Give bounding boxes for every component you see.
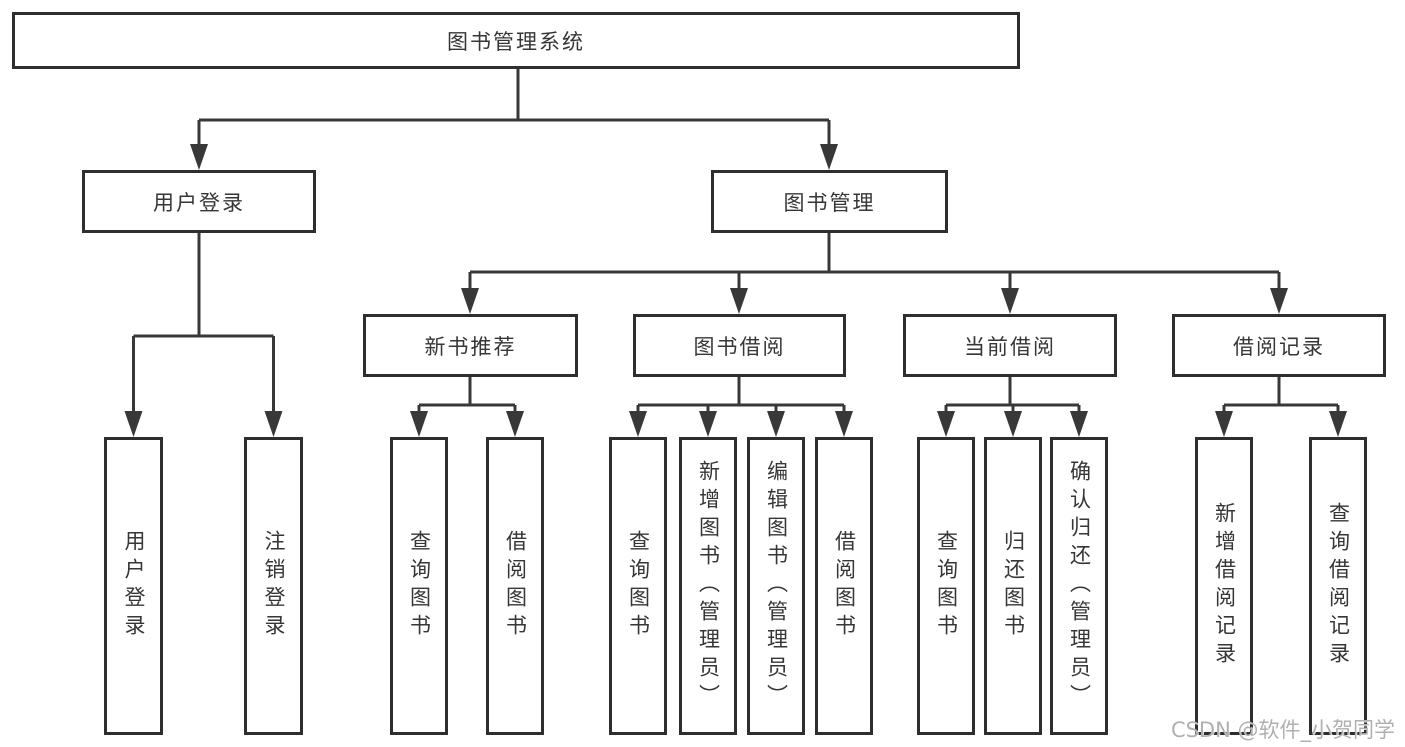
node-book-borrow: 图书借阅 [633,314,846,377]
leaf-borrow-books-recommend: 借阅图书 [486,437,544,735]
leaf-edit-books-admin: 编辑图书（管理员） [747,437,805,735]
leaf-query-books-borrow: 查询图书 [609,437,667,735]
connector-borrow-to-leaves [636,377,846,413]
node-user-login: 用户登录 [82,170,316,233]
arrow-down-icon [190,144,208,170]
connector-records-to-leaves [1222,377,1340,413]
arrow-down-icon [1270,288,1288,314]
leaf-user-login: 用户登录 [104,437,163,735]
arrow-down-icon [629,411,647,437]
watermark: CSDN @软件_小贺同学 [1170,718,1395,742]
arrow-down-icon [937,411,955,437]
arrow-down-icon [410,411,428,437]
leaf-query-borrow-record: 查询借阅记录 [1309,437,1367,735]
node-current-borrow: 当前借阅 [903,314,1117,377]
leaf-return-books: 归还图书 [984,437,1042,735]
leaf-borrow-books: 借阅图书 [815,437,873,735]
arrow-down-icon [767,411,785,437]
leaf-query-books-recommend: 查询图书 [390,437,448,735]
arrow-down-icon [1004,411,1022,437]
leaf-logout: 注销登录 [244,437,303,735]
arrow-down-icon [461,288,479,314]
leaf-add-borrow-record: 新增借阅记录 [1195,437,1253,735]
node-book-management: 图书管理 [711,170,948,233]
connector-userlogin-to-leaves [132,233,275,413]
connector-root-to-level2 [197,68,831,146]
arrow-down-icon [264,411,283,437]
node-new-book-recommend: 新书推荐 [363,314,578,377]
arrow-down-icon [730,288,748,314]
arrow-down-icon [506,411,524,437]
arrow-down-icon [820,144,838,170]
arrow-down-icon [1001,288,1019,314]
leaf-add-books-admin: 新增图书（管理员） [679,437,737,735]
node-root: 图书管理系统 [12,12,1020,69]
node-borrow-records: 借阅记录 [1172,314,1386,377]
connector-bookmgmt-to-groups [468,233,1281,290]
arrowheads [124,144,1347,437]
arrow-down-icon [699,411,717,437]
leaf-query-books-current: 查询图书 [917,437,975,735]
connector-current-to-leaves [944,377,1081,413]
arrow-down-icon [1329,411,1347,437]
leaf-confirm-return-admin: 确认归还（管理员） [1050,437,1108,735]
arrow-down-icon [835,411,853,437]
arrow-down-icon [124,411,143,437]
connector-newbook-to-leaves [417,377,517,413]
arrow-down-icon [1070,411,1088,437]
arrow-down-icon [1215,411,1233,437]
